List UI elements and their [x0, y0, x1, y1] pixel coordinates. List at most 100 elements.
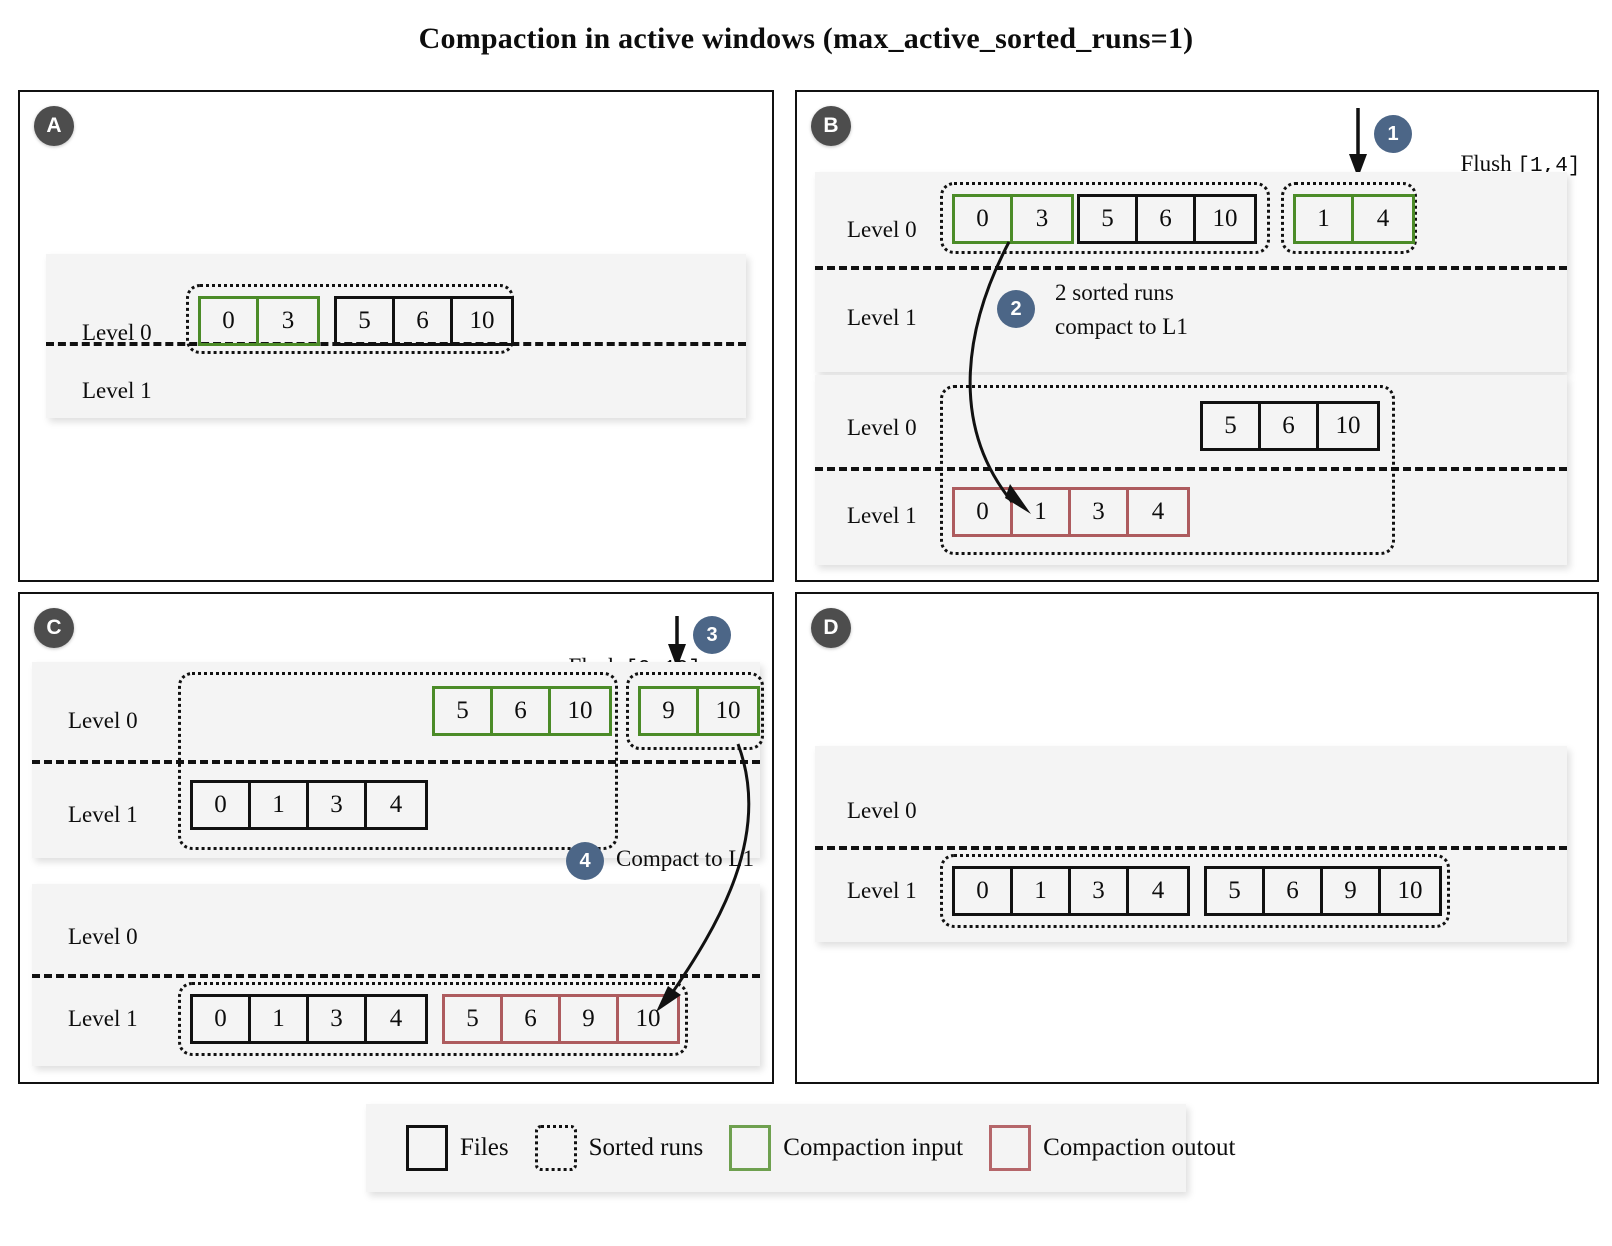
panel-badge-c: C: [34, 608, 74, 648]
file-cell: 9: [641, 689, 699, 733]
level-label-b1-l1: Level 1: [847, 503, 917, 528]
lsm-card-c-0: Level 0 Level 1 5 6 10 9 10 0 1 3 4: [32, 662, 764, 858]
lsm-card-b-1: Level 0 Level 1 5 6 10 0 1 3 4: [815, 375, 1567, 565]
legend-label: Compaction input: [783, 1134, 964, 1161]
level-label-c1-l0: Level 0: [68, 924, 138, 949]
file-cell: 5: [1080, 197, 1138, 241]
file-cell: 10: [469, 307, 495, 334]
file-cell: 1: [1013, 869, 1071, 913]
legend-label: Sorted runs: [588, 1134, 704, 1161]
file-cell: 5: [337, 299, 395, 343]
level-divider-c0: [32, 760, 760, 764]
panel-c: C Flush [9,10] 3 Level 0 Level 1 5 6 10 …: [18, 592, 774, 1084]
file-cell: 10: [1335, 412, 1361, 439]
file-cell: 1: [251, 783, 309, 827]
level-divider-d0: [815, 846, 1567, 850]
file-cell: 4: [389, 1005, 403, 1032]
file-cell: 6: [1138, 197, 1196, 241]
file-cell: 10: [567, 697, 593, 724]
legend: Files Sorted runs Compaction input Compa…: [366, 1104, 1235, 1192]
file-cell: 3: [1035, 205, 1049, 232]
level-divider-b0: [815, 266, 1567, 270]
file-cell: 5: [1207, 869, 1265, 913]
file-group-black: 0 1 3 4: [190, 780, 428, 830]
file-cell: 6: [1265, 869, 1323, 913]
panel-badge-b: B: [811, 106, 851, 146]
legend-label: Compaction outout: [1043, 1134, 1236, 1161]
legend-label: Files: [460, 1134, 509, 1161]
level-divider-c1: [32, 974, 760, 978]
file-cell: 4: [1376, 205, 1390, 232]
file-cell: 10: [1397, 877, 1423, 904]
legend-item-compaction-input: Compaction input: [729, 1125, 989, 1171]
file-cell: 6: [493, 689, 551, 733]
panel-a: A Level 0 Level 1 0 3 5 6 10: [18, 90, 774, 582]
file-cell: 0: [193, 997, 251, 1041]
file-cell: 6: [395, 299, 453, 343]
file-cell: 3: [1071, 869, 1129, 913]
file-cell: 3: [281, 307, 295, 334]
file-group-black: 0 1 3 4: [190, 994, 428, 1044]
file-cell: 4: [389, 791, 403, 818]
level-label-b0-l0: Level 0: [847, 217, 917, 242]
file-group-black: 5 6 10: [334, 296, 514, 346]
file-group-black: 5 6 10: [1200, 401, 1380, 451]
files-swatch-icon: [406, 1125, 448, 1171]
file-cell: 0: [955, 869, 1013, 913]
file-cell: 9: [1323, 869, 1381, 913]
level-label-a0-l1: Level 1: [82, 378, 152, 403]
file-cell: 0: [955, 490, 1013, 534]
file-cell: 10: [635, 1005, 661, 1032]
file-cell: 0: [193, 783, 251, 827]
file-cell: 0: [955, 197, 1013, 241]
legend-item-compaction-output: Compaction outout: [989, 1125, 1261, 1171]
file-group-red: 0 1 3 4: [952, 487, 1190, 537]
legend-item-sorted-runs: Sorted runs: [534, 1125, 730, 1171]
sorted-runs-swatch-icon: [534, 1125, 577, 1171]
level-divider-b1: [815, 467, 1567, 471]
file-group-red: 5 6 9 10: [442, 994, 680, 1044]
step-badge-4: 4: [566, 842, 604, 880]
file-cell: 4: [1151, 877, 1165, 904]
file-cell: 5: [435, 689, 493, 733]
file-cell: 1: [1013, 490, 1071, 534]
legend-item-files: Files: [406, 1125, 535, 1171]
step-badge-2: 2: [997, 290, 1035, 328]
compaction-output-swatch-icon: [989, 1125, 1032, 1171]
file-cell: 10: [715, 697, 741, 724]
file-cell: 10: [1212, 205, 1238, 232]
file-cell: 4: [1151, 498, 1165, 525]
file-cell: 1: [1296, 197, 1354, 241]
level-label-b1-l0: Level 0: [847, 415, 917, 440]
level-label-c0-l0: Level 0: [68, 708, 138, 733]
step2-text-line1: 2 sorted runs: [1055, 280, 1174, 305]
lsm-card-d-0: Level 0 Level 1 0 1 3 4 5 6 9 10: [815, 746, 1567, 942]
level-label-d0-l0: Level 0: [847, 798, 917, 823]
file-cell: 1: [251, 997, 309, 1041]
step-badge-1: 1: [1374, 115, 1412, 153]
panel-b: B 1 Flush [1,4] Level 0 Level 1 0 3 5 6 …: [795, 90, 1599, 582]
lsm-card-c-1: Level 0 Level 1 0 1 3 4 5 6 9 10: [32, 884, 760, 1066]
compaction-input-swatch-icon: [729, 1125, 772, 1171]
level-label-b0-l1: Level 1: [847, 305, 917, 330]
panel-d: D Level 0 Level 1 0 1 3 4 5 6 9 10: [795, 592, 1599, 1084]
page-title: Compaction in active windows (max_active…: [418, 22, 1194, 55]
panel-badge-d: D: [811, 608, 851, 648]
level-label-d0-l1: Level 1: [847, 878, 917, 903]
file-group-green: 9 10: [638, 686, 760, 736]
file-cell: 3: [309, 783, 367, 827]
file-cell: 6: [503, 997, 561, 1041]
file-cell: 9: [561, 997, 619, 1041]
step4-text: Compact to L1: [616, 846, 754, 871]
file-group-black: 5 6 9 10: [1204, 866, 1442, 916]
file-cell: 0: [201, 299, 259, 343]
level-label-c1-l1: Level 1: [68, 1006, 138, 1031]
step-badge-3: 3: [693, 616, 731, 654]
file-group-black: 5 6 10: [1077, 194, 1257, 244]
panel-badge-a: A: [34, 106, 74, 146]
file-cell: 6: [1261, 404, 1319, 448]
flush-word: Flush: [1460, 151, 1512, 176]
file-cell: 5: [445, 997, 503, 1041]
step2-text-line2: compact to L1: [1055, 314, 1188, 339]
